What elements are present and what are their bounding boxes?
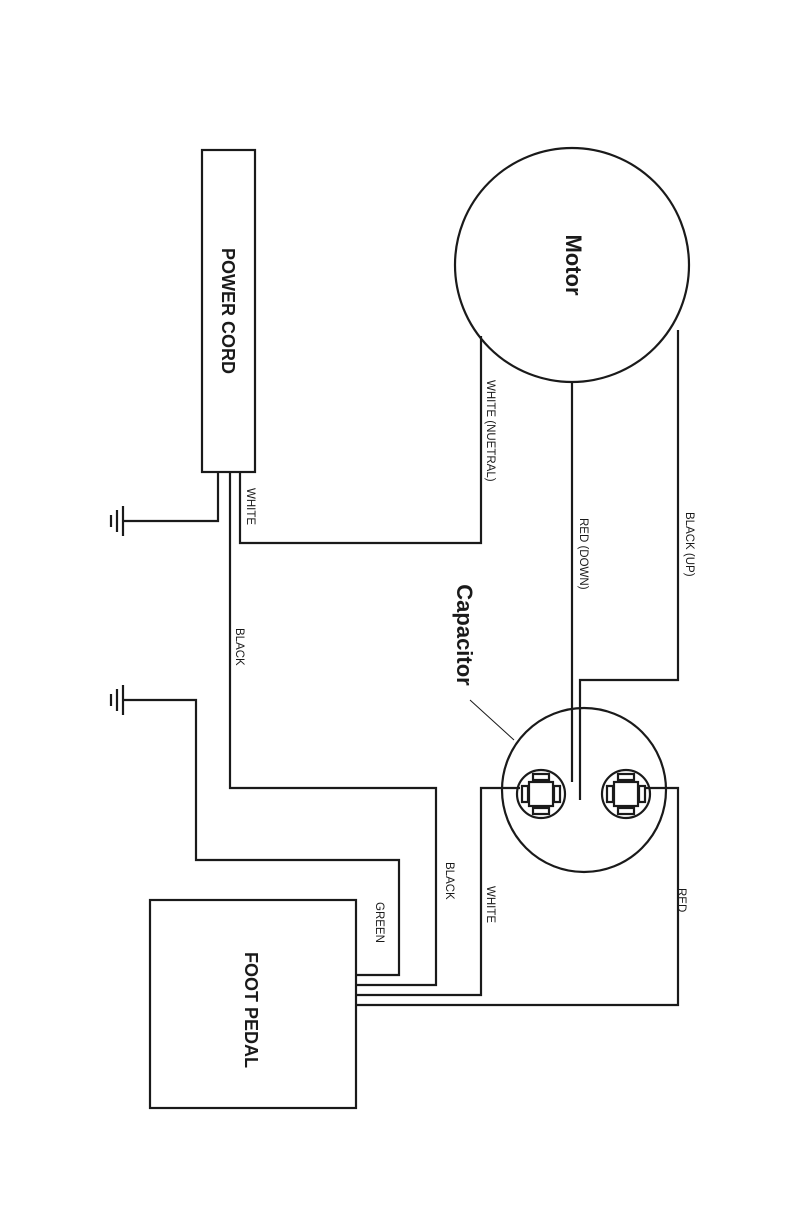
- black-up-label: BLACK (UP): [683, 512, 695, 577]
- red-down-label: RED (DOWN): [577, 518, 589, 590]
- white-cord-label: WHITE: [244, 488, 256, 525]
- power-cord-label: POWER CORD: [218, 248, 238, 374]
- capacitor-circle: [502, 708, 666, 872]
- black-cord-label: BLACK: [233, 628, 245, 666]
- cord-ground-wire: [123, 472, 218, 521]
- foot-pedal-label: FOOT PEDAL: [241, 952, 261, 1068]
- white-neutral-wire: [240, 336, 481, 543]
- red-pedal-label: RED: [675, 888, 687, 912]
- ground-icon: [111, 506, 123, 536]
- motor-label: Motor: [561, 234, 586, 296]
- capacitor-leader-line: [470, 700, 514, 740]
- white-neutral-label: WHITE (NUETRAL): [484, 380, 496, 482]
- ground-icon: [111, 685, 123, 715]
- white-pedal-label: WHITE: [484, 886, 496, 923]
- green-label: GREEN: [373, 902, 385, 943]
- capacitor-label: Capacitor: [452, 584, 477, 686]
- black-pedal-label: BLACK: [443, 862, 455, 900]
